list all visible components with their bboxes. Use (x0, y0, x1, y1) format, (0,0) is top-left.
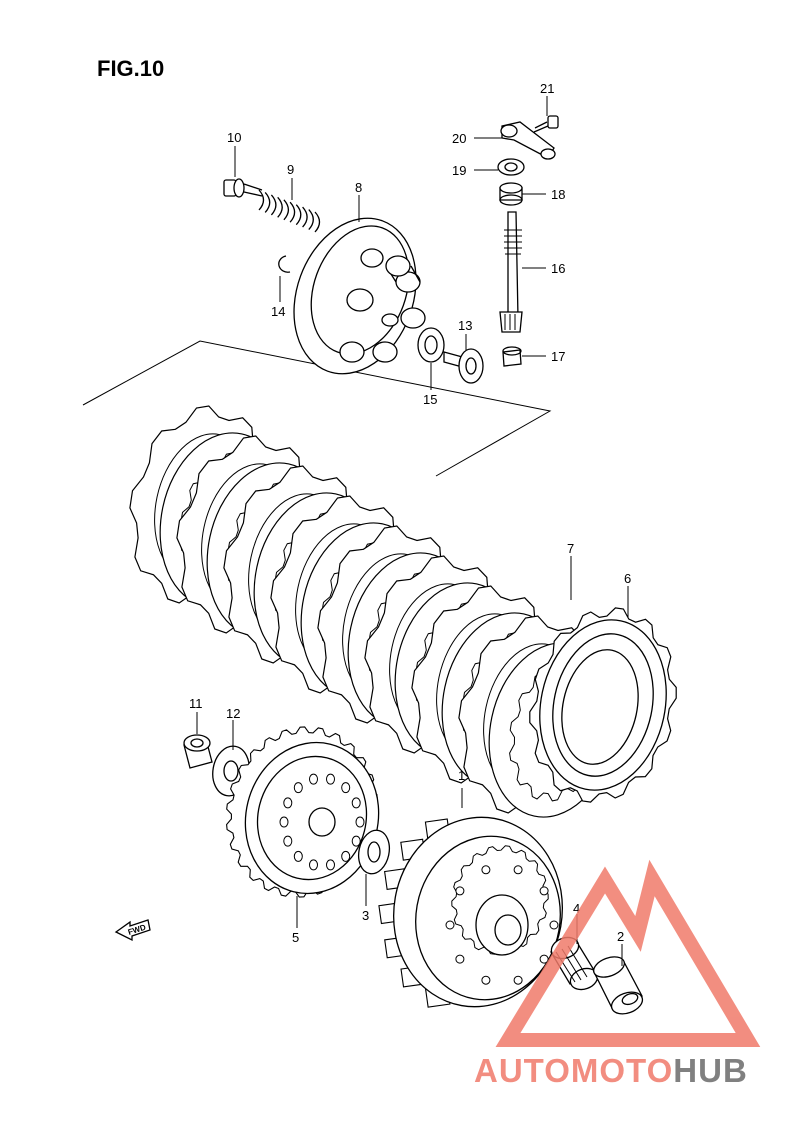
clutch-sleeve-hub (226, 726, 380, 898)
nut-17 (502, 346, 522, 367)
clutch-nut-11 (183, 734, 213, 769)
circlip (278, 255, 291, 273)
clutch-stack-frame (82, 340, 552, 477)
callout-labels: 1 2 3 4 5 6 7 8 9 10 11 12 13 14 15 16 1… (189, 81, 631, 945)
callout-11: 11 (189, 696, 203, 711)
clutch-housing (378, 816, 564, 1008)
oil-seal-19 (497, 158, 525, 176)
callout-2: 2 (617, 929, 624, 944)
screw-21 (533, 115, 559, 133)
watermark-logo: AUTOMOTOHUB (474, 859, 761, 1089)
watermark-part1: AUTOMOTO (474, 1052, 673, 1089)
watermark-text: AUTOMOTOHUB (474, 1052, 748, 1089)
callout-7: 7 (567, 541, 574, 556)
pressure-plate (293, 217, 426, 375)
release-arm (500, 121, 556, 160)
watermark-part2: HUB (673, 1052, 748, 1089)
clutch-spring (258, 189, 321, 233)
callout-6: 6 (624, 571, 631, 586)
callout-16: 16 (551, 261, 565, 276)
callout-9: 9 (287, 162, 294, 177)
callout-8: 8 (355, 180, 362, 195)
spacer (593, 956, 644, 1015)
callout-14: 14 (271, 304, 285, 319)
callout-21: 21 (540, 81, 554, 96)
callout-3: 3 (362, 908, 369, 923)
thrust-bearing (417, 327, 445, 363)
release-rod-piece (443, 348, 484, 384)
callout-1: 1 (458, 768, 465, 783)
callout-17: 17 (551, 349, 565, 364)
push-rod (499, 211, 523, 333)
callout-18: 18 (551, 187, 565, 202)
friction-plate-6 (529, 607, 677, 803)
callout-4: 4 (573, 901, 580, 916)
thrust-washer (357, 829, 391, 875)
callout-10: 10 (227, 130, 241, 145)
callout-13: 13 (458, 318, 472, 333)
callout-19: 19 (452, 163, 466, 178)
callout-5: 5 (292, 930, 299, 945)
fwd-direction-marker: FWD (114, 919, 151, 942)
callout-12: 12 (226, 706, 240, 721)
bushing-18 (499, 182, 523, 206)
callout-15: 15 (423, 392, 437, 407)
figure-title: FIG.10 (97, 56, 164, 81)
clutch-plate-stack (129, 405, 617, 818)
callout-20: 20 (452, 131, 466, 146)
warning-triangle-icon (495, 859, 761, 1047)
clutch-bolt-10 (223, 178, 263, 198)
